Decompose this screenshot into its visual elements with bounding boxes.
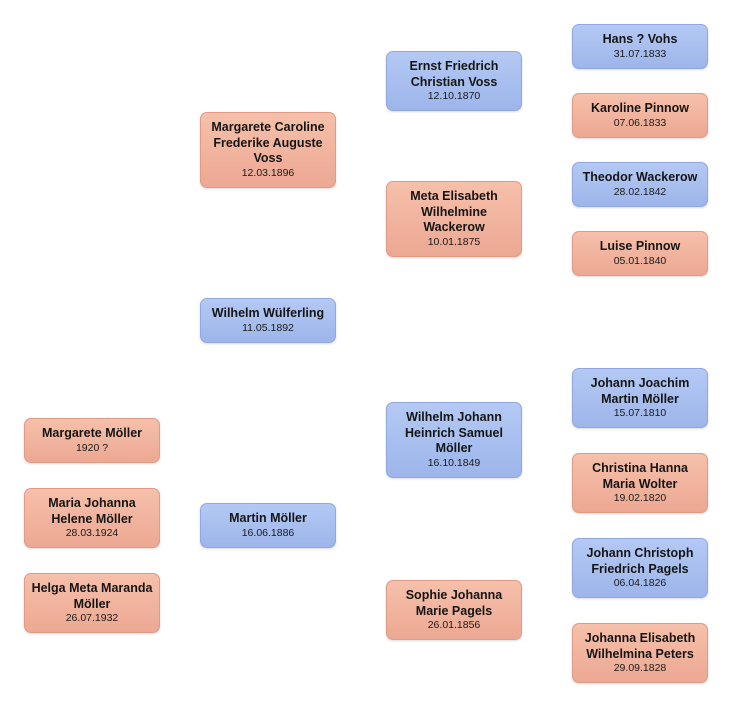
person-card-martin-moeller[interactable]: Martin Möller 16.06.1886 (200, 503, 336, 548)
person-date: 05.01.1840 (613, 254, 667, 267)
person-name: Luise Pinnow (599, 239, 681, 254)
person-name: Theodor Wackerow (582, 170, 698, 185)
person-date: 07.06.1833 (613, 116, 667, 129)
person-card-theodor-wackerow[interactable]: Theodor Wackerow 28.02.1842 (572, 162, 708, 207)
person-date: 16.06.1886 (241, 526, 295, 539)
person-name: Hans ? Vohs (602, 32, 678, 47)
person-date: 16.10.1849 (427, 456, 481, 469)
person-card-ernst-friedrich[interactable]: Ernst Friedrich Christian Voss 12.10.187… (386, 51, 522, 111)
person-card-helga-meta[interactable]: Helga Meta Maranda Möller 26.07.1932 (24, 573, 160, 633)
person-card-wilhelm-wuelferling[interactable]: Wilhelm Wülferling 11.05.1892 (200, 298, 336, 343)
person-date: 26.07.1932 (65, 612, 119, 624)
person-card-wilhelm-johann[interactable]: Wilhelm Johann Heinrich Samuel Möller 16… (386, 402, 522, 478)
person-name: Martin Möller (229, 511, 307, 526)
person-card-johann-joachim[interactable]: Johann Joachim Martin Möller 15.07.1810 (572, 368, 708, 428)
person-date: 11.05.1892 (242, 321, 294, 334)
person-card-margarete-caroline[interactable]: Margarete Caroline Frederike Auguste Vos… (200, 112, 336, 188)
person-name: Johanna Elisabeth Wilhelmina Peters (584, 631, 696, 661)
person-card-christina-hanna[interactable]: Christina Hanna Maria Wolter 19.02.1820 (572, 453, 708, 513)
person-card-johann-christoph[interactable]: Johann Christoph Friedrich Pagels 06.04.… (572, 538, 708, 598)
person-name: Sophie Johanna Marie Pagels (405, 588, 503, 618)
person-card-margarete-moeller[interactable]: Margarete Möller 1920 ? (24, 418, 160, 463)
person-card-johanna-elisabeth[interactable]: Johanna Elisabeth Wilhelmina Peters 29.0… (572, 623, 708, 683)
person-date: 12.03.1896 (241, 166, 295, 179)
person-name: Christina Hanna Maria Wolter (592, 461, 688, 491)
person-date: 19.02.1820 (613, 492, 667, 504)
person-card-luise-pinnow[interactable]: Luise Pinnow 05.01.1840 (572, 231, 708, 276)
person-date: 29.09.1828 (613, 662, 667, 674)
person-date: 06.04.1826 (613, 577, 667, 589)
person-name: Ernst Friedrich Christian Voss (409, 59, 499, 89)
person-name: Margarete Möller (41, 426, 143, 441)
person-date: 26.01.1856 (427, 619, 481, 631)
person-date: 1920 ? (75, 441, 109, 454)
person-name: Johann Christoph Friedrich Pagels (586, 546, 694, 576)
person-name: Helga Meta Maranda Möller (31, 581, 153, 611)
person-date: 28.03.1924 (65, 527, 119, 539)
person-date: 15.07.1810 (613, 407, 667, 419)
person-card-sophie-johanna[interactable]: Sophie Johanna Marie Pagels 26.01.1856 (386, 580, 522, 640)
person-date: 28.02.1842 (613, 185, 667, 198)
person-card-karoline-pinnow[interactable]: Karoline Pinnow 07.06.1833 (572, 93, 708, 138)
person-name: Karoline Pinnow (591, 101, 689, 116)
person-name: Margarete Caroline Frederike Auguste Vos… (211, 120, 325, 166)
person-name: Wilhelm Johann Heinrich Samuel Möller (405, 410, 503, 456)
person-name: Johann Joachim Martin Möller (590, 376, 690, 406)
person-name: Wilhelm Wülferling (211, 306, 325, 321)
person-card-maria-johanna[interactable]: Maria Johanna Helene Möller 28.03.1924 (24, 488, 160, 548)
person-name: Maria Johanna Helene Möller (48, 496, 136, 526)
person-card-hans-vohs[interactable]: Hans ? Vohs 31.07.1833 (572, 24, 708, 69)
person-date: 10.01.1875 (427, 235, 481, 248)
person-name: Meta Elisabeth Wilhelmine Wackerow (410, 189, 498, 235)
person-date: 12.10.1870 (427, 90, 481, 102)
person-date: 31.07.1833 (613, 47, 667, 60)
person-card-meta-elisabeth[interactable]: Meta Elisabeth Wilhelmine Wackerow 10.01… (386, 181, 522, 257)
